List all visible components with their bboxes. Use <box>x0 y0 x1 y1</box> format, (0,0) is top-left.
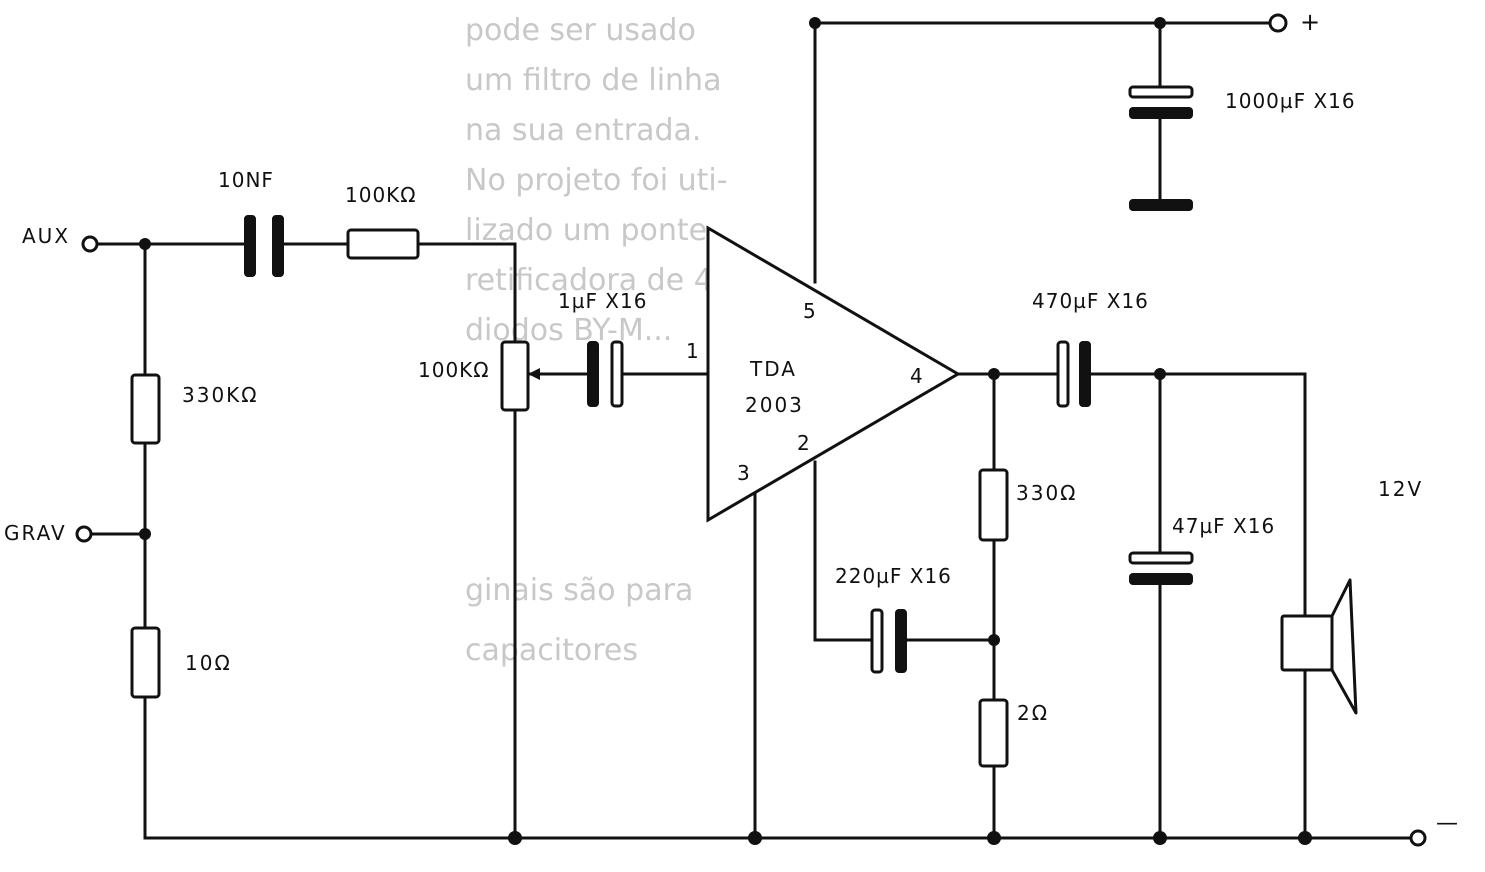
capacitor-220uf-label: 220µF X16 <box>835 564 952 588</box>
capacitor-470uf <box>1056 340 1091 408</box>
background-text-line: capacitores <box>465 633 638 668</box>
resistor-330k <box>130 373 161 445</box>
positive-label: + <box>1300 8 1322 36</box>
negative-label: — <box>1436 811 1460 836</box>
ic-pin5-label: 5 <box>803 299 817 323</box>
potentiometer-100k-label: 100KΩ <box>418 358 490 382</box>
background-text: pode ser usado um filtro de linha na sua… <box>465 13 728 668</box>
resistor-100k-input-label: 100KΩ <box>345 183 417 207</box>
ic-pin3-label: 3 <box>737 461 751 485</box>
background-text-line: ginais são para <box>465 573 693 608</box>
grav-label: GRAV <box>4 521 67 545</box>
background-text-line: lizado um ponte <box>465 213 707 248</box>
loudspeaker-icon <box>1280 578 1358 715</box>
aux-terminal <box>81 235 99 253</box>
background-text-line: diodos BY-M... <box>465 313 672 348</box>
capacitor-1uf-label: 1µF X16 <box>558 289 647 313</box>
background-text-line: pode ser usado <box>465 13 696 48</box>
background-text-line: retificadora de 4 <box>465 263 713 298</box>
background-text-line: um filtro de linha <box>465 63 721 98</box>
resistor-330ohm-label: 330Ω <box>1016 481 1077 505</box>
negative-terminal <box>1409 829 1427 847</box>
positive-terminal <box>1268 13 1288 33</box>
ic-pin4-label: 4 <box>910 364 924 388</box>
junction-dots <box>139 17 1312 845</box>
capacitor-47uf <box>1128 551 1194 585</box>
resistor-330ohm <box>978 468 1009 542</box>
resistor-2ohm <box>978 698 1009 768</box>
ic-name-line2: 2003 <box>745 393 804 417</box>
capacitor-1000uf-label: 1000µF X16 <box>1225 89 1356 113</box>
resistor-10ohm-label: 10Ω <box>185 651 232 675</box>
resistor-100k-input <box>346 228 420 260</box>
aux-label: AUX <box>22 224 70 248</box>
capacitor-10nf <box>244 215 284 277</box>
ic-pin2-label: 2 <box>797 431 811 455</box>
wiring <box>89 21 1412 840</box>
ic-name-line1: TDA <box>749 357 797 381</box>
potentiometer-100k <box>500 340 540 412</box>
capacitor-10nf-label: 10NF <box>218 168 274 192</box>
resistor-10ohm <box>130 626 161 699</box>
capacitor-1000uf <box>1128 85 1194 211</box>
background-text-line: na sua entrada. <box>465 113 701 148</box>
capacitor-220uf <box>870 608 907 674</box>
capacitor-47uf-label: 47µF X16 <box>1172 514 1275 538</box>
background-text-line: No projeto foi uti- <box>465 163 728 198</box>
supply-voltage-label: 12V <box>1378 477 1423 501</box>
tda2003-amplifier <box>706 225 961 523</box>
capacitor-470uf-label: 470µF X16 <box>1032 289 1149 313</box>
resistor-330k-label: 330KΩ <box>182 383 259 407</box>
capacitor-1uf <box>587 340 624 408</box>
resistor-2ohm-label: 2Ω <box>1017 701 1049 725</box>
grav-terminal <box>75 525 93 543</box>
ic-pin1-label: 1 <box>686 339 700 363</box>
